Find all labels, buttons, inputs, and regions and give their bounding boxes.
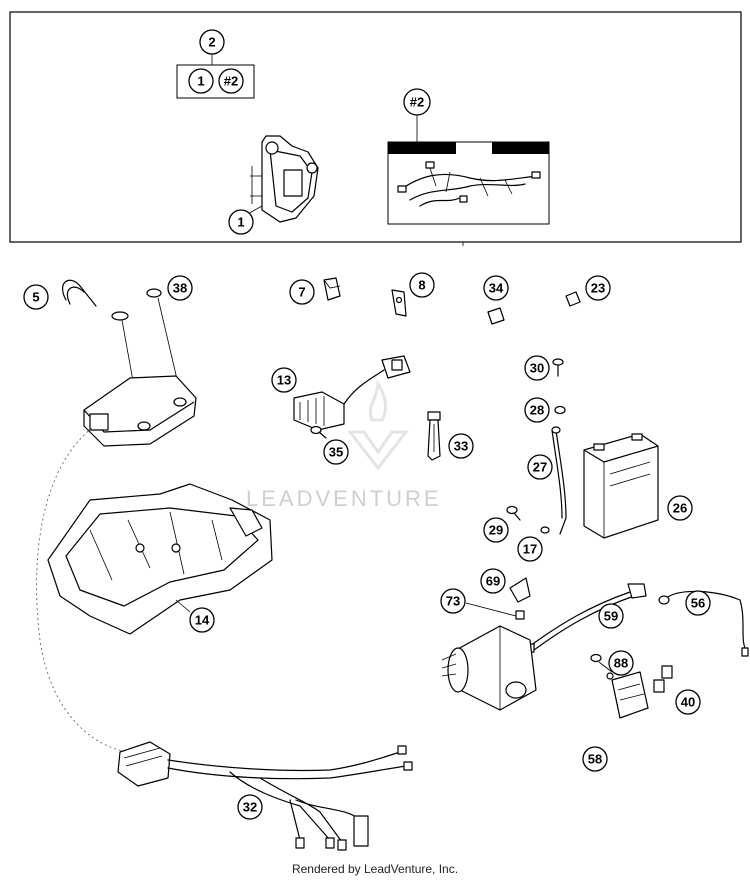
callout-73[interactable]: 73 (440, 588, 466, 614)
callout-69[interactable]: 69 (480, 568, 506, 594)
screw-part-29 (506, 505, 521, 521)
callout-33[interactable]: 33 (448, 433, 474, 459)
clip-part-8 (391, 289, 407, 317)
callout-17[interactable]: 17 (517, 536, 543, 562)
callout-59[interactable]: 59 (598, 603, 624, 629)
callout-58[interactable]: 58 (582, 746, 608, 772)
svg-text:40: 40 (681, 695, 695, 710)
svg-text:27: 27 (533, 460, 547, 475)
routing-dashed-line (36, 427, 129, 753)
watermark-text: LEADVENTURE (246, 486, 442, 511)
svg-text:69: 69 (486, 574, 500, 589)
callout-30[interactable]: 30 (524, 355, 550, 381)
callout-32[interactable]: 32 (237, 794, 263, 820)
callout-34[interactable]: 34 (483, 275, 509, 301)
cable-tie-part-5 (61, 279, 97, 307)
svg-text:32: 32 (243, 800, 257, 815)
fuse-part-33 (427, 411, 441, 461)
harness-mini (397, 161, 541, 207)
svg-text:56: 56 (691, 596, 705, 611)
svg-text:29: 29 (489, 523, 503, 538)
screw-part-88 (590, 653, 613, 673)
svg-text:35: 35 (329, 445, 343, 460)
callout-27[interactable]: 27 (527, 454, 553, 480)
callout-88[interactable]: 88 (608, 650, 634, 676)
callout-56[interactable]: 56 (685, 590, 711, 616)
svg-text:73: 73 (446, 594, 460, 609)
regulator-part-13 (293, 355, 411, 431)
callout-5[interactable]: 5 (23, 284, 49, 310)
svg-text:13: 13 (277, 373, 291, 388)
screw-part-35 (310, 425, 327, 439)
callout-26[interactable]: 26 (667, 495, 693, 521)
leader-line (175, 599, 191, 613)
svg-text:17: 17 (523, 542, 537, 557)
callout-14[interactable]: 14 (189, 607, 215, 633)
control-unit (83, 375, 197, 447)
svg-text:1: 1 (237, 215, 244, 230)
svg-text:33: 33 (454, 439, 468, 454)
harness-inset-box (387, 141, 550, 225)
svg-text:5: 5 (32, 290, 39, 305)
part-34 (487, 307, 505, 325)
callout-13[interactable]: 13 (271, 367, 297, 393)
svg-text:30: 30 (530, 361, 544, 376)
callout-2[interactable]: 2 (199, 29, 225, 55)
cable-part-59 (523, 583, 647, 653)
svg-text:2: 2 (208, 35, 215, 50)
nut-part-17 (540, 526, 550, 534)
callout-hash2[interactable]: #2 (403, 88, 431, 116)
svg-text:28: 28 (530, 403, 544, 418)
callout-23[interactable]: 23 (585, 275, 611, 301)
svg-text:88: 88 (614, 656, 628, 671)
svg-text:#2: #2 (224, 74, 238, 89)
assembly-box (176, 64, 255, 99)
callout-40[interactable]: 40 (675, 689, 701, 715)
callout-8[interactable]: 8 (409, 272, 435, 298)
svg-text:58: 58 (588, 752, 602, 767)
nut-part-73 (465, 602, 525, 620)
callout-29[interactable]: 29 (483, 517, 509, 543)
inset-frame (9, 11, 742, 243)
svg-text:#2: #2 (410, 95, 424, 110)
harness-label-bar-right (492, 142, 549, 154)
bolt-part-30 (552, 358, 564, 377)
washer-part-28 (554, 405, 566, 415)
battery-part-26 (583, 433, 659, 539)
svg-text:38: 38 (173, 281, 187, 296)
callout-35[interactable]: 35 (323, 439, 349, 465)
svg-text:23: 23 (591, 281, 605, 296)
main-harness-part-32 (117, 741, 413, 851)
callout-28[interactable]: 28 (524, 397, 550, 423)
fuse-part-40 (653, 665, 673, 693)
callout-38[interactable]: 38 (167, 275, 193, 301)
harness-label-bar-left (388, 142, 456, 154)
cap-part-69 (509, 577, 531, 603)
callout-7[interactable]: 7 (289, 279, 315, 305)
watermark-logo (346, 379, 410, 471)
cable-part-56 (658, 590, 749, 657)
svg-text:26: 26 (673, 501, 687, 516)
starter-relay-part-58 (606, 671, 649, 719)
starter-motor (441, 625, 537, 711)
svg-text:14: 14 (195, 613, 210, 628)
bracket-part-1 (250, 135, 319, 223)
tray-part-14 (47, 483, 273, 635)
part-23 (565, 291, 581, 307)
svg-text:1: 1 (197, 74, 204, 89)
callout-1-in-box[interactable]: 1 (188, 68, 214, 94)
svg-text:7: 7 (298, 285, 305, 300)
callout-hash2-in-box[interactable]: #2 (218, 68, 244, 94)
cable-part-27 (551, 426, 567, 535)
footer-credit: Rendered by LeadVenture, Inc. (291, 862, 459, 876)
svg-text:59: 59 (604, 609, 618, 624)
svg-text:34: 34 (489, 281, 504, 296)
callout-1[interactable]: 1 (228, 209, 254, 235)
relay-part-7 (323, 277, 341, 301)
svg-text:8: 8 (418, 278, 425, 293)
